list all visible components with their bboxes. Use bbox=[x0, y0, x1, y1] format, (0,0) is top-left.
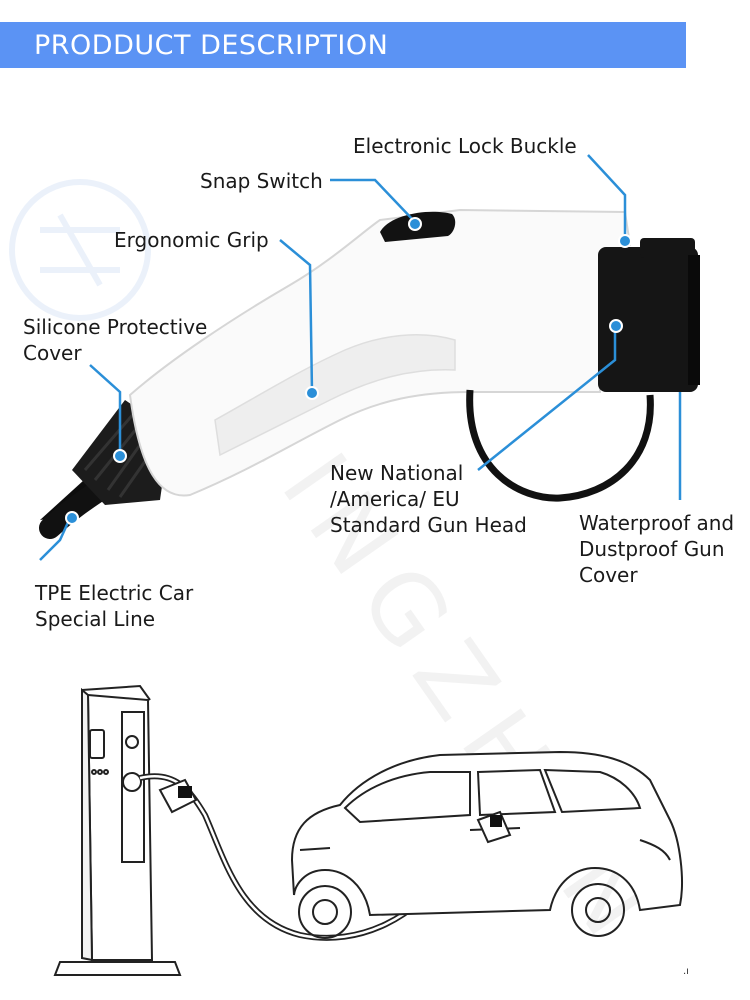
label-snap-switch: Snap Switch bbox=[200, 169, 323, 193]
charging-station bbox=[53, 684, 182, 976]
label-electronic-lock-buckle: Electronic Lock Buckle bbox=[353, 134, 577, 158]
callout-dots bbox=[65, 217, 632, 525]
label-gun-head: New National /America/ EU Standard Gun H… bbox=[330, 461, 527, 537]
gun-head bbox=[598, 247, 698, 392]
car bbox=[290, 750, 683, 939]
label-ergonomic-grip: Ergonomic Grip bbox=[114, 228, 269, 252]
footer-mark: .ı bbox=[683, 966, 689, 977]
label-gun-cover: Waterproof and Dustproof Gun Cover bbox=[579, 511, 735, 587]
callout-lines bbox=[39, 154, 682, 561]
label-silicone-cover: Silicone Protective Cover bbox=[23, 315, 208, 365]
section-title: PRODDUCT DESCRIPTION bbox=[34, 29, 389, 61]
section-banner: PRODDUCT DESCRIPTION bbox=[0, 22, 686, 68]
watermark-logo bbox=[9, 179, 151, 321]
label-tpe-line: TPE Electric Car Special Line bbox=[35, 581, 194, 631]
